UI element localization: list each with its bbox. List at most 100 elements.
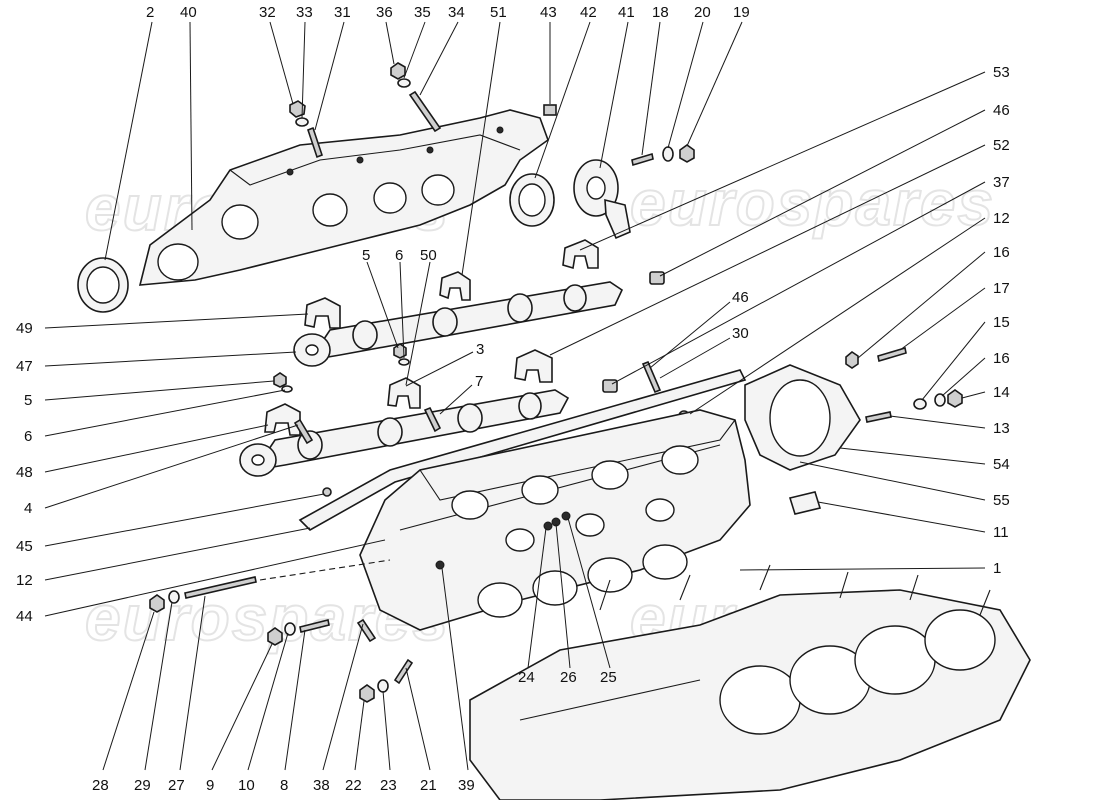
washer-15: [913, 398, 927, 410]
nut-5-mid: [393, 343, 407, 359]
label-13: 13: [993, 420, 1010, 437]
washer-10: [284, 622, 296, 636]
stud-7: [423, 406, 442, 433]
washer-35: [397, 78, 411, 88]
label-53: 53: [993, 64, 1010, 81]
bearing-cap-51: [439, 271, 471, 301]
washer-29: [168, 590, 180, 604]
engine-block: [469, 564, 1031, 800]
bush-46b: [602, 379, 618, 393]
water-fitting-41: [573, 159, 631, 240]
label-3: 3: [476, 341, 484, 358]
label-21: 21: [420, 777, 437, 794]
stud-4: [293, 418, 314, 445]
label-10: 10: [238, 777, 255, 794]
label-7: 7: [475, 373, 483, 390]
washer-6-mid: [398, 358, 410, 366]
label-32: 32: [259, 4, 276, 21]
stud-8: [299, 619, 330, 633]
stud-18: [631, 152, 654, 167]
label-11: 11: [993, 524, 1009, 541]
washer-6-left: [281, 385, 293, 393]
label-55: 55: [993, 492, 1010, 509]
label-19: 19: [733, 4, 750, 21]
bearing-cap-49: [304, 297, 341, 329]
label-31: 31: [334, 4, 351, 21]
gasket-42: [509, 173, 555, 227]
label-36: 36: [376, 4, 393, 21]
label-14: 14: [993, 384, 1010, 401]
label-24: 24: [518, 669, 535, 686]
label-49: 49: [16, 320, 33, 337]
camshaft-upper: [293, 281, 624, 367]
label-42: 42: [580, 4, 597, 21]
stud-34: [408, 90, 442, 133]
stud-21: [393, 658, 414, 685]
label-26: 26: [560, 669, 577, 686]
label-29: 29: [134, 777, 151, 794]
label-22: 22: [345, 777, 362, 794]
label-6-inner: 6: [395, 247, 403, 264]
label-46: 46: [993, 102, 1010, 119]
label-35: 35: [414, 4, 431, 21]
washer-33: [295, 117, 309, 127]
label-38: 38: [313, 777, 330, 794]
bearing-cap-52: [514, 349, 553, 383]
stud-13: [865, 411, 892, 423]
label-9: 9: [206, 777, 214, 794]
label-27: 27: [168, 777, 185, 794]
label-20: 20: [694, 4, 711, 21]
label-40: 40: [180, 4, 197, 21]
stud-31: [307, 126, 323, 159]
svg-text:eurospares: eurospares: [630, 167, 995, 239]
plug-43: [543, 104, 557, 116]
label-18: 18: [652, 4, 669, 21]
label-47: 47: [16, 358, 33, 375]
label-12: 12: [993, 210, 1010, 227]
label-37: 37: [993, 174, 1010, 191]
stud-27: [184, 576, 257, 599]
callout-labels: 2 40 32 33 31 36 35 34 51 43 42 41 18 20…: [16, 4, 1010, 794]
label-43: 43: [540, 4, 557, 21]
nut-5-left: [273, 372, 287, 388]
label-48: 48: [16, 464, 33, 481]
washer-23: [377, 679, 389, 693]
label-17: 17: [993, 280, 1010, 297]
stud-17: [877, 346, 907, 363]
label-39: 39: [458, 777, 475, 794]
cylinder-head: [359, 409, 751, 631]
pipe-11: [788, 491, 822, 515]
label-4: 4: [24, 500, 32, 517]
label-8: 8: [280, 777, 288, 794]
plug-46: [649, 271, 665, 285]
label-33: 33: [296, 4, 313, 21]
label-41: 41: [618, 4, 635, 21]
gasket-cam-cover: [298, 369, 747, 531]
dowel-45: [322, 487, 332, 497]
nut-16-top: [845, 351, 859, 369]
label-5-inner: 5: [362, 247, 370, 264]
nut-32: [289, 100, 306, 118]
label-28: 28: [92, 777, 109, 794]
label-46-inner: 46: [732, 289, 749, 306]
oil-seal-ring: [77, 257, 129, 313]
nut-22: [359, 684, 375, 703]
label-25: 25: [600, 669, 617, 686]
stud-30: [641, 360, 662, 394]
label-52: 52: [993, 137, 1010, 154]
label-5: 5: [24, 392, 32, 409]
label-45: 45: [16, 538, 33, 555]
label-23: 23: [380, 777, 397, 794]
label-15: 15: [993, 314, 1010, 331]
nut-36: [390, 62, 406, 80]
label-51: 51: [490, 4, 507, 21]
bearing-cap-50: [387, 377, 421, 409]
leader-lines: [44, 21, 986, 771]
label-44: 44: [16, 608, 33, 625]
nut-14: [947, 389, 963, 408]
label-16: 16: [993, 244, 1010, 261]
label-54: 54: [993, 456, 1010, 473]
nut-19: [679, 144, 695, 163]
